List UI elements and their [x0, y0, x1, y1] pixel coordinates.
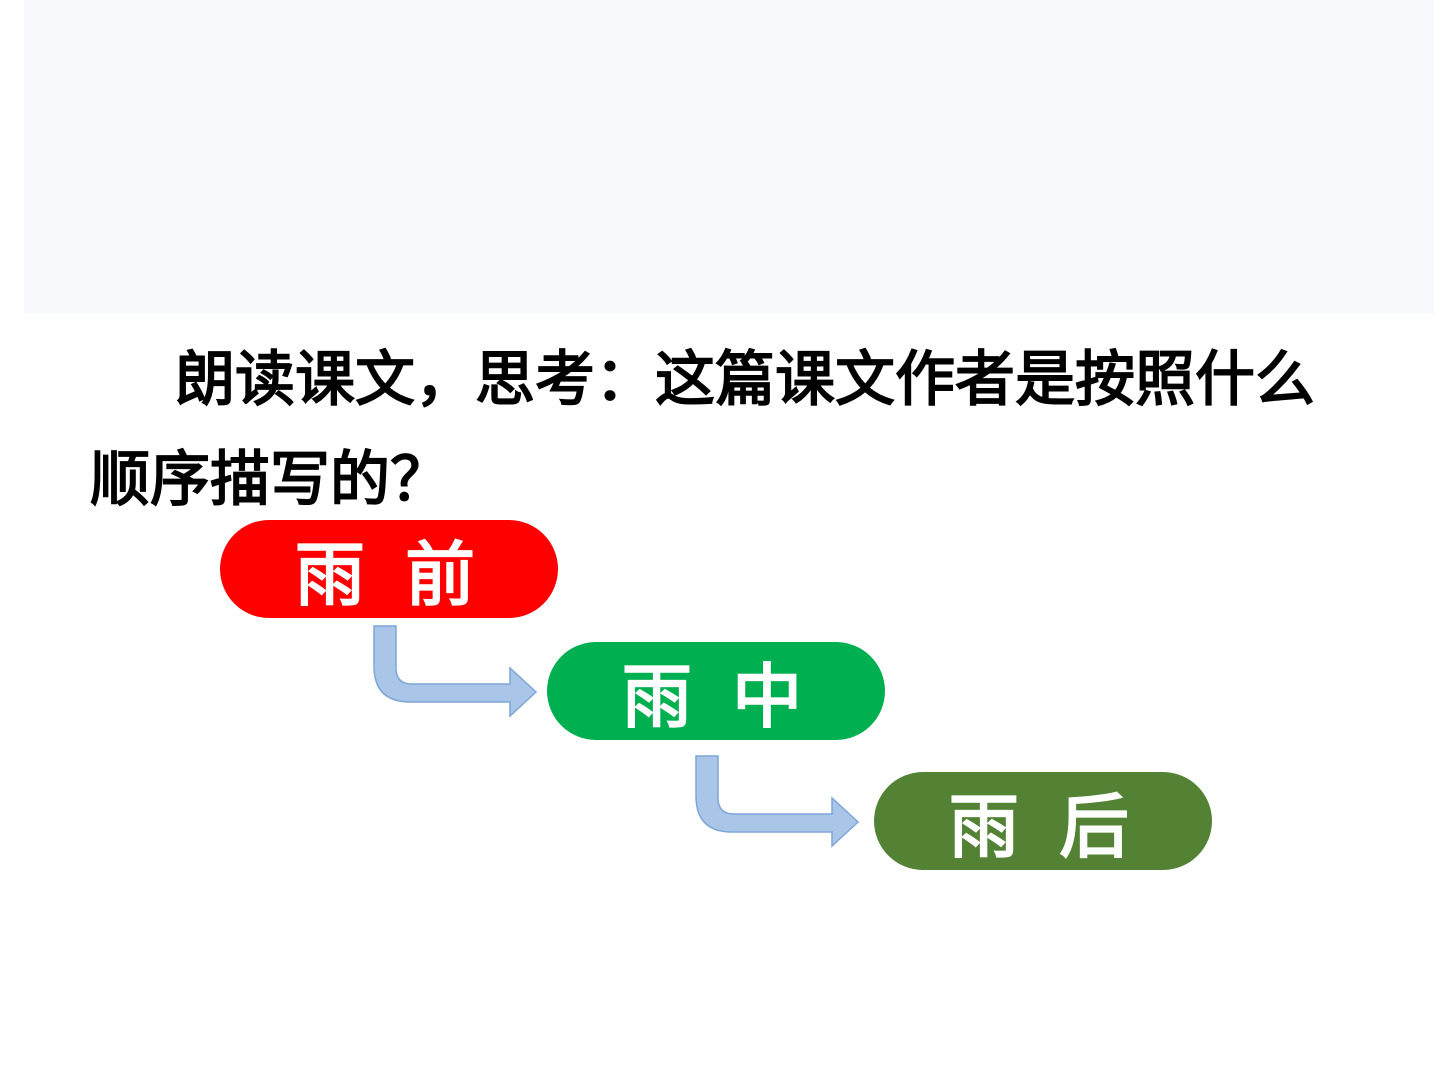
step-after-rain-label: 雨 后: [948, 785, 1138, 868]
bent-arrow-shape: [695, 755, 860, 848]
bent-arrow-shape: [373, 625, 538, 718]
step-before-rain: 雨 前: [220, 520, 558, 618]
question-text: 朗读课文，思考：这篇课文作者是按照什么顺序描写的？: [90, 345, 1315, 515]
step-before-rain-label: 雨 前: [294, 533, 484, 616]
header-band: [24, 0, 1434, 314]
bent-arrow-icon: [695, 755, 860, 848]
step-during-rain-label: 雨 中: [621, 655, 811, 738]
bent-arrow-icon: [373, 625, 538, 718]
step-during-rain: 雨 中: [547, 642, 885, 740]
step-after-rain: 雨 后: [874, 772, 1212, 870]
